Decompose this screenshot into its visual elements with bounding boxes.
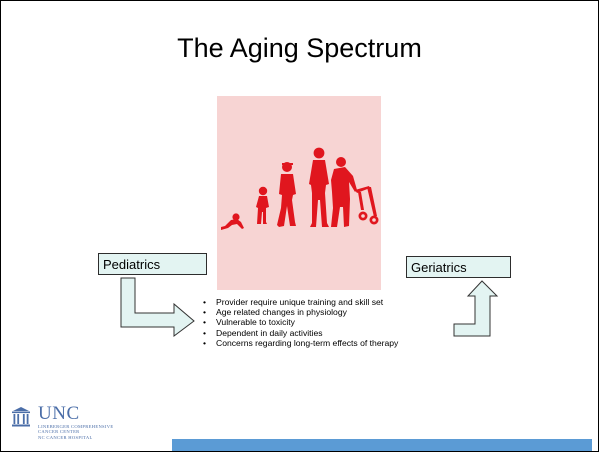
bullet-item: Vulnerable to toxicity	[199, 317, 449, 327]
bullet-item: Provider require unique training and ski…	[199, 297, 449, 307]
footer-accent-bar	[172, 439, 592, 451]
pediatrics-label: Pediatrics	[98, 253, 207, 275]
unc-old-well-icon	[12, 407, 30, 427]
logo-main-text: UNC	[38, 403, 80, 424]
logo-line-1: LINEBERGER COMPREHENSIVE	[38, 424, 114, 429]
logo-line-3: NC CANCER HOSPITAL	[38, 434, 93, 440]
considerations-list: Provider require unique training and ski…	[199, 297, 449, 348]
bullet-item: Concerns regarding long-term effects of …	[199, 338, 449, 348]
bent-arrow-right-icon	[120, 277, 195, 337]
aging-silhouettes-icon	[221, 147, 379, 230]
aging-spectrum-image	[217, 96, 381, 290]
bent-arrow-up-icon	[453, 280, 499, 337]
unc-lineberger-logo: UNC LINEBERGER COMPREHENSIVE CANCER CENT…	[38, 404, 113, 440]
geriatrics-label: Geriatrics	[406, 256, 511, 278]
bullet-item: Dependent in daily activities	[199, 328, 449, 338]
logo-line-2: CANCER CENTER	[38, 429, 80, 435]
slide-title: The Aging Spectrum	[177, 33, 422, 63]
bullet-item: Age related changes in physiology	[199, 307, 449, 317]
